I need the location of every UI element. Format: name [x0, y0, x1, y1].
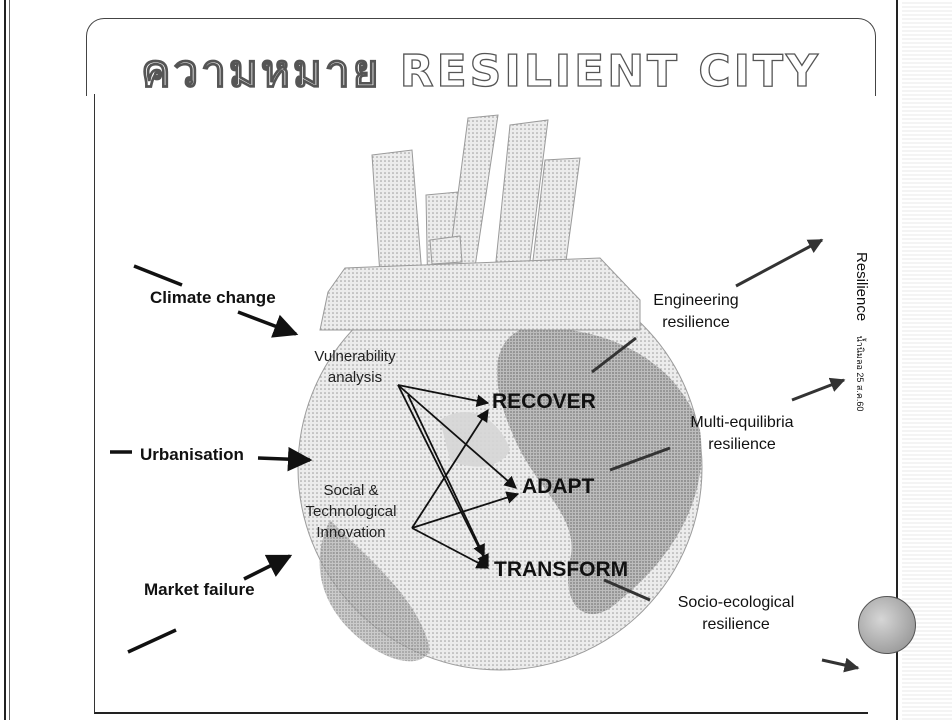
page-left-border [4, 0, 10, 720]
side-label-sub: น้ำนิมลอ 25 ส.ค.60 [855, 335, 865, 412]
outcome-transform: TRANSFORM [494, 558, 629, 581]
driver-arrows [110, 264, 313, 654]
innovation-label: Social & Technological Innovation [284, 480, 418, 543]
driver-market-failure: Market failure [144, 580, 255, 599]
outcome-recover: RECOVER [492, 390, 596, 413]
engineering-line-2: resilience [662, 314, 730, 331]
slide-frame [94, 94, 868, 714]
outcome-arrows [397, 384, 520, 569]
innovation-line-3: Innovation [316, 524, 386, 541]
title-frame [86, 18, 876, 96]
slide-title: ความหมาย RESILIENT CITY [140, 45, 821, 97]
outcome-adapt: ADAPT [522, 475, 595, 498]
driver-climate-change: Climate change [150, 288, 276, 307]
socio-ecological-line-1: Socio-ecological [677, 594, 795, 611]
scan-margin [902, 0, 952, 720]
globe-illustration [297, 265, 703, 671]
driver-urbanisation: Urbanisation [140, 445, 244, 464]
vulnerability-line-2: analysis [327, 369, 383, 386]
page-right-border [896, 0, 900, 720]
multi-equilibria-line-1: Multi-equilibria [690, 414, 794, 431]
multi-equilibria-line-2: resilience [708, 436, 776, 453]
innovation-line-2: Technological [305, 503, 397, 520]
engineering-line-1: Engineering [653, 292, 739, 309]
page-number-globe-icon [858, 596, 916, 654]
socio-ecological-resilience-label: Socio-ecological resilience [656, 592, 816, 636]
vulnerability-analysis-label: Vulnerability analysis [290, 346, 420, 388]
resilience-arrows [591, 238, 860, 673]
multi-equilibria-resilience-label: Multi-equilibria resilience [672, 412, 812, 456]
socio-ecological-line-2: resilience [702, 616, 770, 633]
city-illustration [319, 114, 641, 331]
side-label-main: Resilience [853, 252, 870, 322]
innovation-line-1: Social & [323, 482, 379, 499]
vulnerability-line-1: Vulnerability [314, 348, 396, 365]
engineering-resilience-label: Engineering resilience [626, 290, 766, 334]
side-label: Resilience น้ำนิมลอ 25 ส.ค.60 [852, 252, 870, 411]
